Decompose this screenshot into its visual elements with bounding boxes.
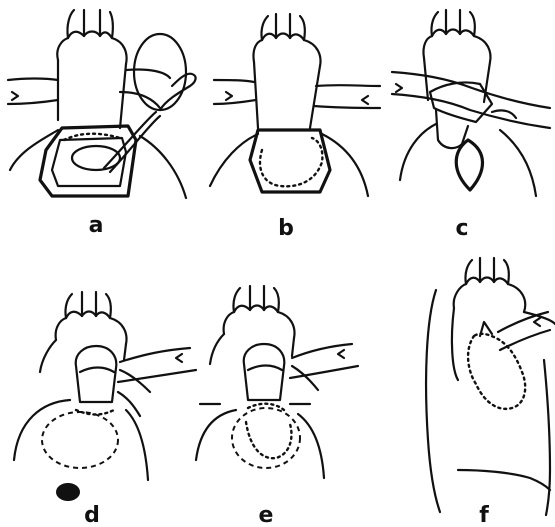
- panel-f: [426, 258, 555, 515]
- panel-a: [8, 10, 196, 198]
- panel-label-e: e: [259, 503, 274, 527]
- leaf-patch: [456, 140, 482, 190]
- panel-label-c: c: [455, 216, 468, 241]
- panel-c: [392, 10, 550, 196]
- panel-label-b: b: [278, 216, 294, 241]
- panel-b: [210, 14, 380, 196]
- dashed-circle-e: [232, 408, 300, 468]
- conduit: [76, 346, 117, 402]
- patch-outline: [250, 130, 330, 192]
- conduit-e: [244, 344, 285, 400]
- ink-blot: [56, 483, 80, 501]
- panel-e: [196, 286, 358, 478]
- panel-label-f: f: [479, 503, 489, 527]
- panel-label-a: a: [89, 213, 104, 238]
- dashed-target: [42, 412, 118, 468]
- panel-label-d: d: [84, 503, 100, 527]
- panel-d: [14, 292, 196, 501]
